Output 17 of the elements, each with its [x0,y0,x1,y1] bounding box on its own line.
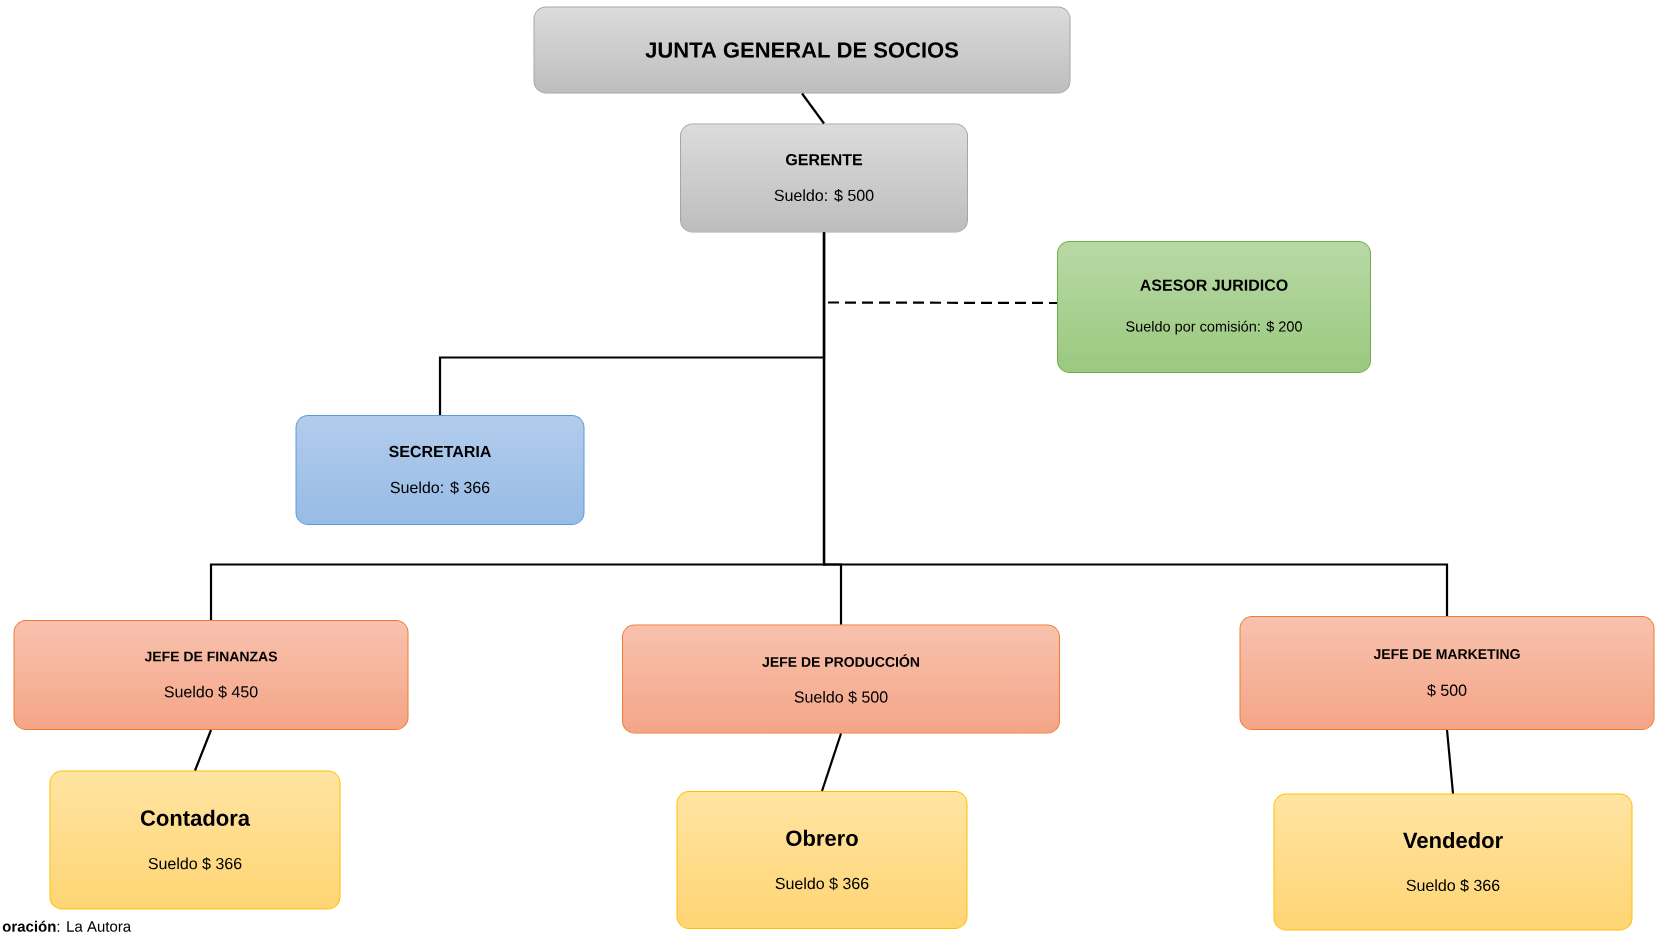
connector-line [822,232,1449,616]
manager-box: GERENTE Sueldo: $ 500 [680,123,968,233]
advisor-box: ASESOR JURIDICO Sueldo por comisión: $ 200 [1057,241,1371,373]
department-box: JEFE DE FINANZAS Sueldo $ 450 [13,620,409,730]
board-box: JUNTA GENERAL DE SOCIOS [533,6,1071,94]
staff-box: Contadora Sueldo $ 366 [49,770,341,910]
connector-line [801,92,825,125]
connector-line [828,301,1057,305]
source-note: oración: La Autora [2,920,132,932]
department-box: JEFE DE MARKETING $ 500 [1239,616,1655,730]
secretary-box: SECRETARIA Sueldo: $ 366 [295,415,585,525]
department-box: JEFE DE PRODUCCIÓN Sueldo $ 500 [622,624,1060,734]
connector-line [820,733,843,792]
connector-line [1445,729,1455,794]
connector-line [194,729,213,771]
staff-box: Obrero Sueldo $ 366 [676,791,968,929]
staff-box: Vendedor Sueldo $ 366 [1273,793,1633,931]
